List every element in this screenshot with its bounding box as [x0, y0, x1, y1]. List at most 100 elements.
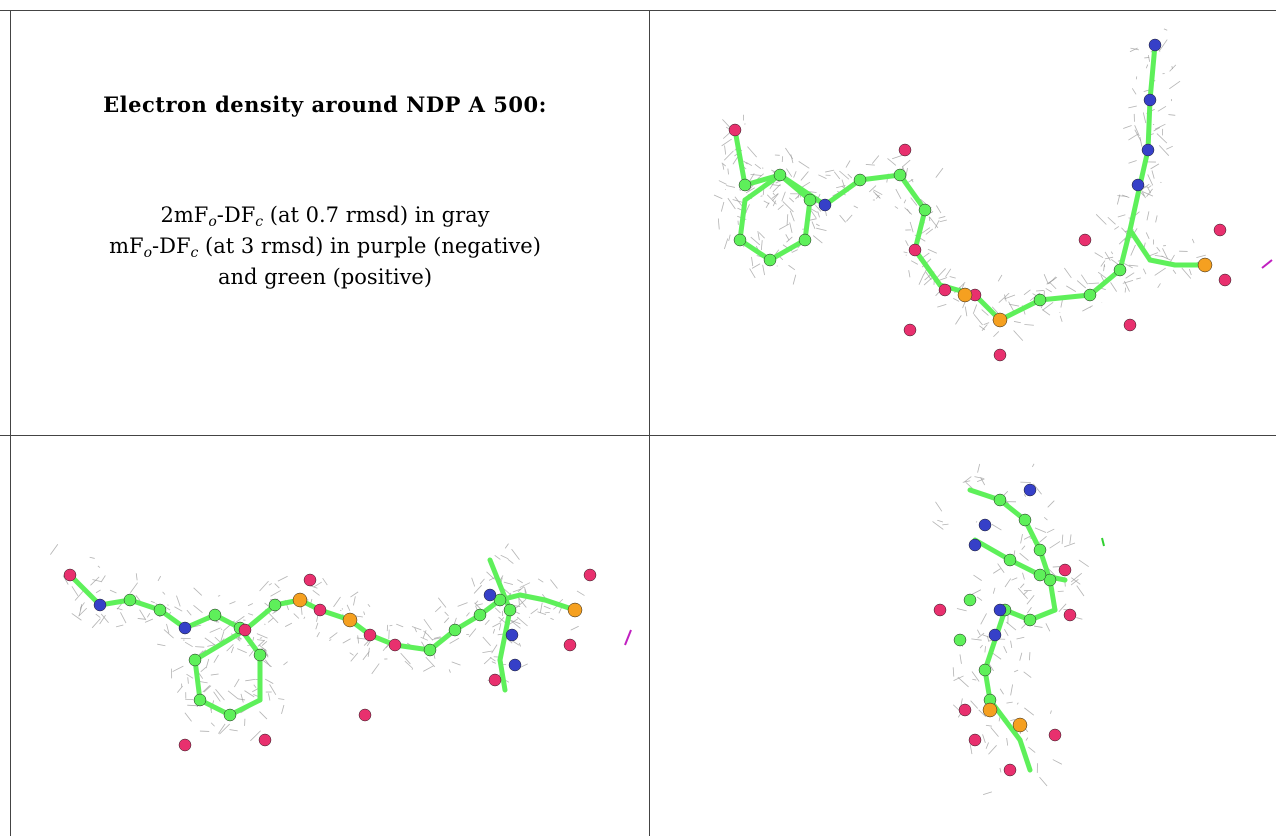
bond — [192, 627, 248, 663]
bond — [517, 592, 548, 603]
legend-line2-prefix: mF — [109, 234, 144, 258]
bond — [1017, 737, 1033, 773]
atom — [1143, 93, 1157, 107]
atom — [508, 658, 522, 672]
atom — [567, 602, 583, 618]
legend-line2-sub2: c — [190, 245, 199, 261]
atom — [363, 628, 377, 642]
legend-line1-sub1: o — [208, 214, 217, 230]
atom — [1063, 608, 1077, 622]
bond — [732, 127, 748, 188]
atom — [1003, 553, 1017, 567]
atom — [773, 168, 787, 182]
negative-density-blob — [624, 629, 632, 646]
atom — [1033, 293, 1047, 307]
atom — [1033, 543, 1047, 557]
bond — [1087, 267, 1123, 298]
legend-line2-sub1: o — [143, 245, 153, 261]
atom — [818, 198, 832, 212]
density-mesh — [713, 114, 1206, 341]
bond — [1037, 292, 1093, 303]
panel-view-top-right — [713, 28, 1273, 362]
atom — [982, 702, 998, 718]
table-border-middle — [0, 435, 1276, 436]
bond — [1002, 717, 1023, 743]
bond — [192, 657, 203, 703]
atom — [313, 603, 327, 617]
bond — [1147, 42, 1158, 103]
atom — [178, 738, 192, 752]
atom — [918, 203, 932, 217]
atom — [1148, 38, 1162, 52]
atom — [957, 287, 973, 303]
bond — [912, 207, 928, 253]
atom — [898, 143, 912, 157]
bond — [487, 557, 513, 613]
atom — [493, 593, 507, 607]
bond — [767, 237, 808, 263]
legend-line1-mid: -DF — [216, 203, 256, 227]
bond — [242, 602, 278, 633]
atom — [358, 708, 372, 722]
atom — [208, 608, 222, 622]
atom — [563, 638, 577, 652]
atom — [763, 253, 777, 267]
panel-view-bottom-left — [50, 543, 632, 752]
atom — [63, 568, 77, 582]
legend-line-green: and green (positive) — [217, 265, 433, 289]
legend-line-gray: 2mFo-DFc (at 0.7 rmsd) in gray — [0, 200, 650, 231]
caption-cell: Electron density around NDP A 500: 2mFo-… — [0, 0, 650, 436]
atom — [505, 628, 519, 642]
atom — [993, 493, 1007, 507]
atom — [342, 612, 358, 628]
bond — [1127, 227, 1153, 263]
atom — [798, 233, 812, 247]
atom — [303, 573, 317, 587]
atom — [1033, 568, 1047, 582]
bond — [737, 197, 748, 243]
atom — [733, 233, 747, 247]
atom — [1131, 178, 1145, 192]
bond — [1127, 182, 1143, 233]
atom — [978, 663, 992, 677]
atom — [1023, 483, 1037, 497]
bond — [67, 572, 103, 608]
bond — [777, 172, 828, 208]
atom — [1141, 143, 1155, 157]
atom — [893, 168, 907, 182]
atom — [448, 623, 462, 637]
atom — [992, 312, 1008, 328]
atom — [1043, 573, 1057, 587]
atom — [188, 653, 202, 667]
atom — [483, 588, 497, 602]
atom — [423, 643, 437, 657]
atom — [473, 608, 487, 622]
atom — [903, 323, 917, 337]
atom — [268, 598, 282, 612]
atom — [93, 598, 107, 612]
bond — [1147, 257, 1178, 268]
atom — [292, 592, 308, 608]
atom — [968, 733, 982, 747]
atom — [1078, 233, 1092, 247]
legend-line1-sub2: c — [255, 214, 264, 230]
legend-line1-suffix: (at 0.7 rmsd) in gray — [263, 203, 490, 227]
bond — [822, 177, 863, 208]
bond — [742, 172, 783, 203]
atom — [1048, 728, 1062, 742]
atom — [1003, 763, 1017, 777]
atom — [938, 283, 952, 297]
positive-density-blob — [1101, 537, 1105, 547]
atom — [978, 518, 992, 532]
atom — [988, 628, 1002, 642]
bond — [1117, 227, 1133, 273]
atom — [388, 638, 402, 652]
atom — [1023, 613, 1037, 627]
bond — [997, 297, 1043, 323]
atom — [993, 348, 1007, 362]
bond — [897, 172, 928, 213]
table-border-center — [649, 10, 650, 836]
atom — [1058, 563, 1072, 577]
legend-text: 2mFo-DFc (at 0.7 rmsd) in gray mFo-DFc (… — [0, 200, 650, 293]
atom — [953, 633, 967, 647]
